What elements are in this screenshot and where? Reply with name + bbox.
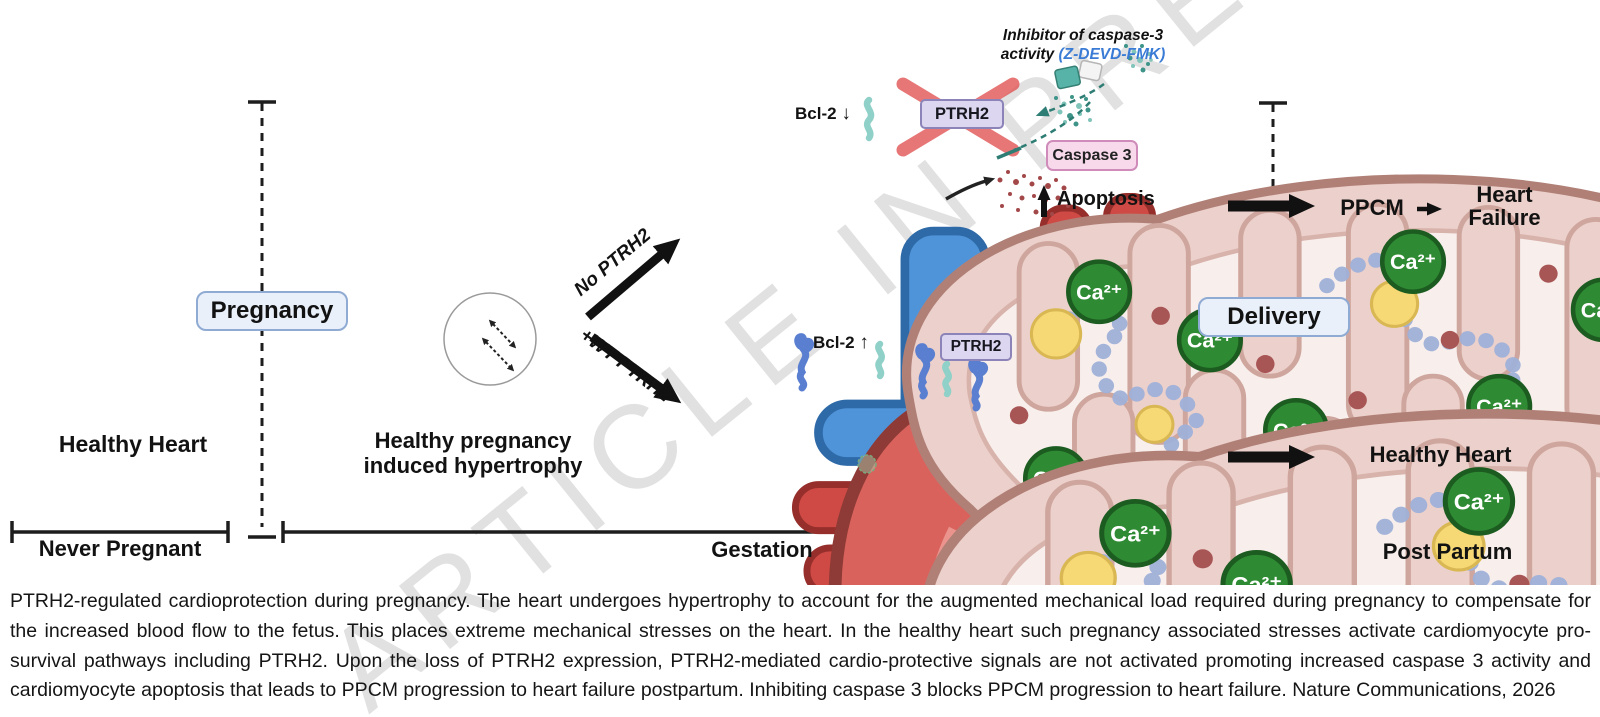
bcl2-up-label: Bcl-2 ↑: [813, 332, 869, 354]
gestation-bracket-label: Gestation: [711, 537, 813, 562]
inhibitor-drug-name: (Z-DEVD-FMK): [1058, 46, 1166, 63]
delivery-stage-box: Delivery: [1198, 297, 1350, 337]
down-arrow-icon: ↓: [841, 103, 851, 124]
never-pregnant-bracket: [10, 521, 230, 543]
ptrh2-box-crossed: PTRH2: [920, 99, 1004, 129]
post-partum-bracket-label: Post Partum: [1382, 539, 1513, 564]
hypertrophy-label: Healthy pregnancy induced hypertrophy: [348, 428, 598, 478]
mito-to-caspase-arrow: [945, 176, 996, 201]
healthy-heart-left-label: Healthy Heart: [58, 431, 208, 457]
wall-thickness-arrows: [481, 319, 517, 372]
inhibitor-target-arrow: [1035, 82, 1105, 117]
apoptosis-label: Apoptosis: [1057, 188, 1155, 210]
inhibitor-molecule-icon: [1054, 59, 1103, 90]
heart-failure-line1: Heart: [1476, 182, 1533, 207]
hypertrophy-label-line1: Healthy pregnancy: [374, 428, 572, 453]
hypertrophy-label-line2: induced hypertrophy: [363, 452, 583, 478]
figure-caption: PTRH2-regulated cardioprotection during …: [10, 590, 1591, 702]
wt-ptrh2-arrow: [589, 333, 682, 404]
heart-failure-line2: Failure: [1468, 205, 1541, 230]
never-pregnant-bracket-label: Never Pregnant: [38, 536, 202, 561]
magnifier-circle: [443, 292, 537, 386]
heart-failure-label: Heart Failure: [1452, 183, 1557, 229]
inhibition-line: [1013, 101, 1091, 152]
ppcm-label: PPCM: [1340, 195, 1404, 220]
pregnancy-stage-box: Pregnancy: [196, 291, 348, 331]
inhibitor-label-line2: activity (Z-DEVD-FMK): [988, 45, 1178, 64]
inhibition-t-bar: [996, 146, 1022, 160]
caspase3-box: Caspase 3: [1046, 140, 1138, 171]
bcl2-label-text: Bcl-2: [795, 104, 837, 123]
faded-calcium-icon: [857, 454, 877, 474]
ptrh2-box: PTRH2: [940, 333, 1012, 361]
up-arrow-icon: ↑: [859, 332, 869, 353]
inhibitor-label-line1: Inhibitor of caspase-3: [1002, 27, 1164, 44]
bcl2-label-text: Bcl-2: [813, 333, 855, 352]
bcl2-receptor-icons: [794, 333, 988, 412]
membrane-receptor-icon: [863, 96, 875, 142]
inhibitor-activity-text: activity: [1000, 46, 1059, 63]
inhibitor-label: Inhibitor of caspase-3 activity (Z-DEVD-…: [988, 26, 1178, 64]
bcl2-down-label: Bcl-2 ↓: [795, 103, 851, 125]
healthy-heart-right-label: Healthy Heart: [1369, 442, 1512, 467]
no-ptrh2-arrow: [585, 238, 681, 321]
